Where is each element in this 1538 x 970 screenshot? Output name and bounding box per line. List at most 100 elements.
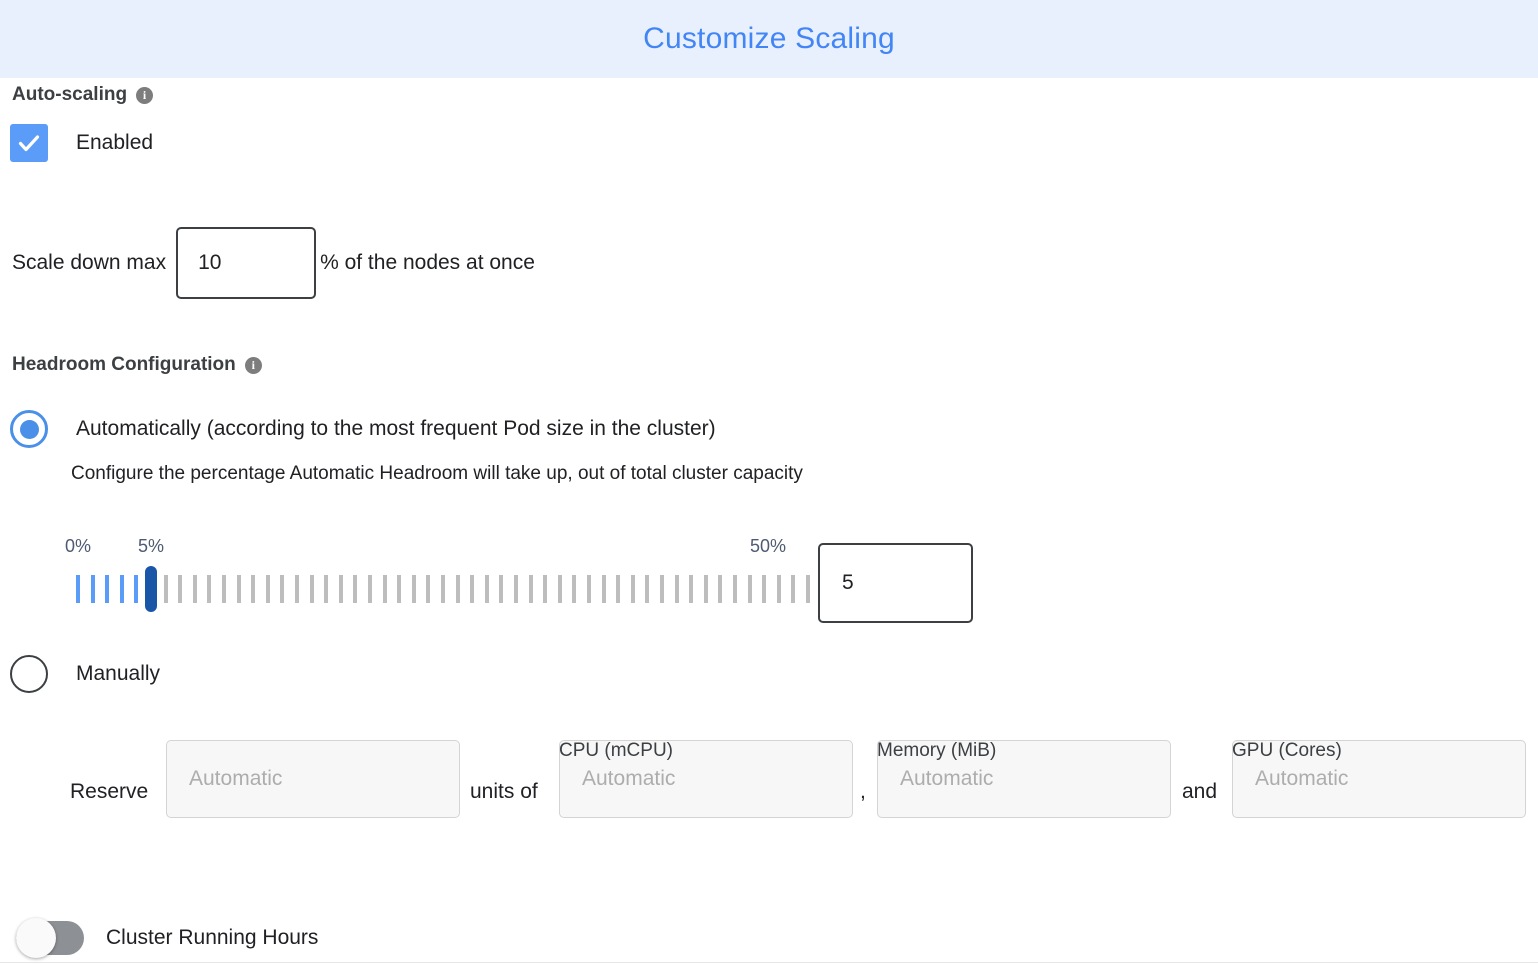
slider-tick bbox=[119, 575, 124, 603]
slider-tick bbox=[514, 575, 518, 603]
slider-tick bbox=[616, 575, 621, 603]
slider-tick bbox=[645, 575, 650, 603]
memory-column-header: Memory (MiB) bbox=[877, 740, 997, 761]
headroom-configuration-section-label: Headroom Configuration i bbox=[12, 354, 262, 376]
bottom-divider bbox=[0, 962, 1538, 963]
headroom-reserve-row: Reserve units of CPU (mCPU) , Memory (Mi… bbox=[0, 694, 1538, 829]
slider-tick bbox=[572, 575, 577, 603]
reserve-units-input[interactable] bbox=[166, 740, 460, 818]
slider-tick bbox=[426, 575, 431, 603]
slider-tick bbox=[324, 575, 329, 603]
reserve-gpu-input[interactable] bbox=[1232, 740, 1526, 818]
auto-scaling-section-label: Auto-scaling i bbox=[12, 84, 154, 106]
headroom-automatic-option-row[interactable]: Automatically (according to the most fre… bbox=[10, 410, 716, 448]
slider-tick-label: 0% bbox=[64, 536, 92, 556]
slider-track[interactable] bbox=[76, 566, 810, 612]
scale-down-max-row: Scale down max % of the nodes at once bbox=[12, 227, 535, 299]
gpu-column-header: GPU (Cores) bbox=[1232, 740, 1342, 761]
slider-tick bbox=[703, 575, 708, 603]
slider-tick bbox=[499, 575, 504, 603]
slider-tick bbox=[90, 575, 95, 603]
reserve-cpu-input[interactable] bbox=[559, 740, 853, 818]
info-icon[interactable]: i bbox=[136, 86, 154, 104]
scale-down-max-suffix: % of the nodes at once bbox=[320, 251, 535, 274]
slider-tick bbox=[411, 575, 416, 603]
slider-tick bbox=[557, 575, 562, 603]
slider-tick bbox=[207, 575, 212, 603]
toggle-knob bbox=[16, 918, 56, 958]
auto-scaling-enabled-checkbox[interactable] bbox=[10, 124, 48, 162]
auto-scaling-enabled-row: Enabled bbox=[10, 124, 153, 162]
headroom-manual-label: Manually bbox=[76, 662, 161, 685]
dialog-header: Customize Scaling bbox=[0, 0, 1538, 78]
cluster-running-hours-row: Cluster Running Hours bbox=[16, 918, 319, 958]
slider-tick bbox=[543, 575, 548, 603]
cluster-running-hours-label: Cluster Running Hours bbox=[106, 926, 319, 949]
slider-tick bbox=[280, 575, 285, 603]
slider-tick bbox=[587, 575, 591, 603]
scale-down-max-input[interactable] bbox=[176, 227, 317, 299]
slider-tick bbox=[747, 575, 752, 603]
slider-tick bbox=[674, 575, 679, 603]
reserve-memory-input[interactable] bbox=[877, 740, 1171, 818]
slider-tick bbox=[455, 575, 460, 603]
slider-tick bbox=[601, 575, 606, 603]
reserve-units-field-group bbox=[166, 740, 460, 818]
reserve-label: Reserve bbox=[70, 780, 149, 803]
headroom-manual-radio[interactable] bbox=[10, 655, 48, 693]
slider-tick-labels: 0% 5% 50% bbox=[65, 536, 808, 562]
slider-tick-label: 50% bbox=[749, 536, 787, 556]
slider-tick bbox=[251, 575, 256, 603]
comma-separator: , bbox=[860, 780, 866, 803]
headroom-automatic-radio[interactable] bbox=[10, 410, 48, 448]
reserve-cpu-field-group: CPU (mCPU) bbox=[559, 740, 853, 818]
slider-tick bbox=[134, 575, 139, 603]
slider-tick bbox=[689, 575, 694, 603]
slider-tick bbox=[353, 575, 358, 603]
headroom-configuration-label-text: Headroom Configuration bbox=[12, 354, 236, 375]
slider-tick bbox=[295, 575, 299, 603]
reserve-gpu-field-group: GPU (Cores) bbox=[1232, 740, 1526, 818]
units-of-label: units of bbox=[470, 780, 538, 803]
headroom-percentage-input[interactable] bbox=[818, 543, 973, 623]
slider-tick bbox=[178, 575, 183, 603]
slider-tick bbox=[382, 575, 387, 603]
headroom-manual-option-row[interactable]: Manually bbox=[10, 655, 160, 693]
slider-tick bbox=[791, 575, 796, 603]
slider-tick bbox=[762, 575, 767, 603]
cluster-running-hours-toggle[interactable] bbox=[16, 918, 84, 958]
scale-down-max-label: Scale down max bbox=[12, 251, 167, 274]
slider-tick bbox=[105, 575, 110, 603]
slider-tick bbox=[484, 575, 489, 603]
slider-tick bbox=[733, 575, 737, 603]
auto-scaling-enabled-label: Enabled bbox=[76, 131, 154, 154]
slider-tick bbox=[368, 575, 372, 603]
slider-tick bbox=[776, 575, 781, 603]
slider-tick bbox=[76, 575, 80, 603]
reserve-memory-field-group: Memory (MiB) bbox=[877, 740, 1171, 818]
slider-thumb[interactable] bbox=[145, 566, 157, 612]
slider-tick-label: 5% bbox=[137, 536, 165, 556]
auto-scaling-label-text: Auto-scaling bbox=[12, 84, 128, 105]
headroom-automatic-label: Automatically (according to the most fre… bbox=[76, 417, 716, 440]
slider-tick bbox=[192, 575, 197, 603]
slider-tick bbox=[630, 575, 635, 603]
slider-tick bbox=[222, 575, 226, 603]
headroom-automatic-description: Configure the percentage Automatic Headr… bbox=[71, 463, 803, 484]
slider-tick bbox=[528, 575, 533, 603]
cpu-column-header: CPU (mCPU) bbox=[559, 740, 673, 761]
slider-tick bbox=[265, 575, 270, 603]
slider-tick bbox=[660, 575, 664, 603]
slider-tick bbox=[309, 575, 314, 603]
info-icon[interactable]: i bbox=[244, 356, 262, 374]
slider-tick bbox=[470, 575, 475, 603]
slider-tick bbox=[806, 575, 810, 603]
slider-tick bbox=[397, 575, 402, 603]
and-separator: and bbox=[1182, 780, 1218, 803]
page-title: Customize Scaling bbox=[643, 22, 895, 55]
slider-tick bbox=[338, 575, 343, 603]
slider-tick bbox=[236, 575, 241, 603]
headroom-percentage-slider[interactable]: 0% 5% 50% bbox=[65, 536, 810, 612]
slider-tick bbox=[163, 575, 168, 603]
slider-tick bbox=[441, 575, 445, 603]
